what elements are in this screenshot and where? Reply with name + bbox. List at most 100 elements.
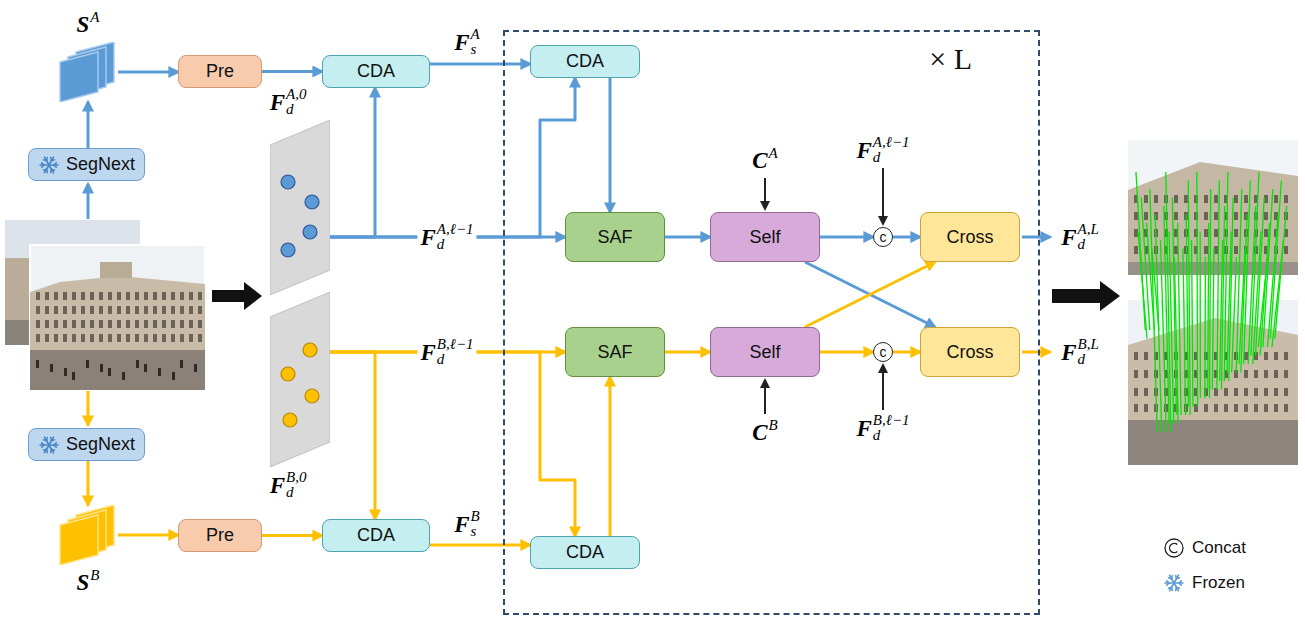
plane-drawing xyxy=(283,413,297,427)
frozen-encoder-box: SegNext xyxy=(28,428,145,461)
math-base: F xyxy=(270,473,285,498)
math-base: S xyxy=(77,12,90,37)
math-scripts: dB,0 xyxy=(286,470,306,500)
math-subscript: d xyxy=(1078,352,1086,367)
photo-windows xyxy=(50,364,53,372)
photo-windows xyxy=(108,306,112,314)
photo-windows xyxy=(180,306,184,314)
math-superscript: B,ℓ−1 xyxy=(873,413,910,428)
math-label: CB xyxy=(752,418,778,447)
math-superscript: B xyxy=(90,568,99,583)
snowflake-icon xyxy=(38,154,60,176)
photo-windows xyxy=(1284,352,1288,360)
photo-windows xyxy=(198,306,202,314)
photo-windows xyxy=(1264,229,1268,237)
output-photo xyxy=(1128,140,1298,465)
math-scripts: B xyxy=(90,568,99,597)
photo-windows xyxy=(1234,212,1238,220)
plane-drawing xyxy=(270,120,330,295)
math-base: F xyxy=(1061,225,1076,250)
math-subscript: d xyxy=(286,102,294,117)
match-lines xyxy=(1260,223,1269,356)
stack-drawing xyxy=(60,52,98,102)
photo-windows xyxy=(1244,404,1248,412)
photo-windows xyxy=(153,306,157,314)
photo-windows xyxy=(189,320,193,328)
box-label: Pre xyxy=(206,61,234,82)
photo-windows xyxy=(171,320,175,328)
image-to-encoder-arrow xyxy=(87,391,90,425)
photo-windows xyxy=(81,334,85,342)
photo-windows xyxy=(1284,195,1288,203)
math-base: F xyxy=(454,30,469,55)
math-subscript: d xyxy=(286,485,294,500)
photo-windows xyxy=(63,292,67,300)
flow-arrow xyxy=(1052,281,1120,311)
photo-windows xyxy=(90,306,94,314)
photo-windows xyxy=(1184,195,1188,203)
math-base: F xyxy=(420,225,435,250)
photo-windows xyxy=(90,320,94,328)
photo-windows xyxy=(1284,370,1288,378)
photo-windows xyxy=(171,292,175,300)
process-box: CDA xyxy=(322,55,430,88)
photo-windows xyxy=(144,334,148,342)
plane-drawing xyxy=(281,367,295,381)
photo-windows xyxy=(54,320,58,328)
plane-drawing xyxy=(303,343,317,357)
photo-front xyxy=(30,245,205,390)
photo-windows xyxy=(1284,246,1288,254)
stack-drawing xyxy=(58,42,118,102)
math-subscript: d xyxy=(873,428,881,443)
photo-windows xyxy=(1234,246,1238,254)
photo-windows xyxy=(1264,370,1268,378)
photo-windows xyxy=(1274,388,1278,396)
photo-windows xyxy=(1234,195,1238,203)
match-lines xyxy=(1188,181,1190,416)
process-box: SAF xyxy=(565,212,665,262)
photo-windows xyxy=(1284,404,1288,412)
flow-connector xyxy=(665,351,710,354)
photo-windows xyxy=(1214,195,1218,203)
math-superscript: B xyxy=(769,418,778,433)
flow-connector xyxy=(893,236,920,239)
process-box: CDA xyxy=(530,45,640,78)
photo-windows xyxy=(135,292,139,300)
leader-arrows xyxy=(764,178,766,209)
photo-windows xyxy=(144,306,148,314)
photo-windows xyxy=(198,320,202,328)
math-superscript: A xyxy=(90,10,99,25)
math-scripts: sB xyxy=(471,509,480,539)
plane-drawing xyxy=(305,195,319,209)
photo-windows xyxy=(1134,212,1138,220)
flow-connector xyxy=(330,352,375,519)
legend-text: Frozen xyxy=(1192,573,1245,592)
match-lines xyxy=(1232,257,1237,373)
photo-windows xyxy=(1144,352,1148,360)
flow-connector xyxy=(87,461,90,505)
snowflake-icon xyxy=(49,157,54,165)
photo-windows xyxy=(1144,370,1148,378)
photo-windows xyxy=(36,292,202,380)
math-scripts: dB,L xyxy=(1078,337,1099,367)
photo-windows xyxy=(1204,246,1208,254)
concat-symbol: c xyxy=(880,345,887,359)
flow-connector xyxy=(665,236,710,239)
match-lines xyxy=(1272,240,1283,347)
output-photo xyxy=(1128,162,1298,268)
match-lines xyxy=(1147,223,1155,330)
photo-windows xyxy=(81,292,85,300)
process-box: Cross xyxy=(920,327,1020,377)
snowflake-icon xyxy=(46,449,48,452)
photo-windows xyxy=(36,360,39,368)
match-lines xyxy=(1192,240,1193,407)
math-base: C xyxy=(752,148,767,173)
math-superscript: B,L xyxy=(1078,337,1099,352)
box-label: Self xyxy=(749,227,780,248)
snowflake-icon xyxy=(51,168,54,171)
process-box: Self xyxy=(710,327,820,377)
photo-windows xyxy=(63,320,67,328)
flow-connector xyxy=(430,63,530,66)
math-label: SA xyxy=(77,10,100,39)
